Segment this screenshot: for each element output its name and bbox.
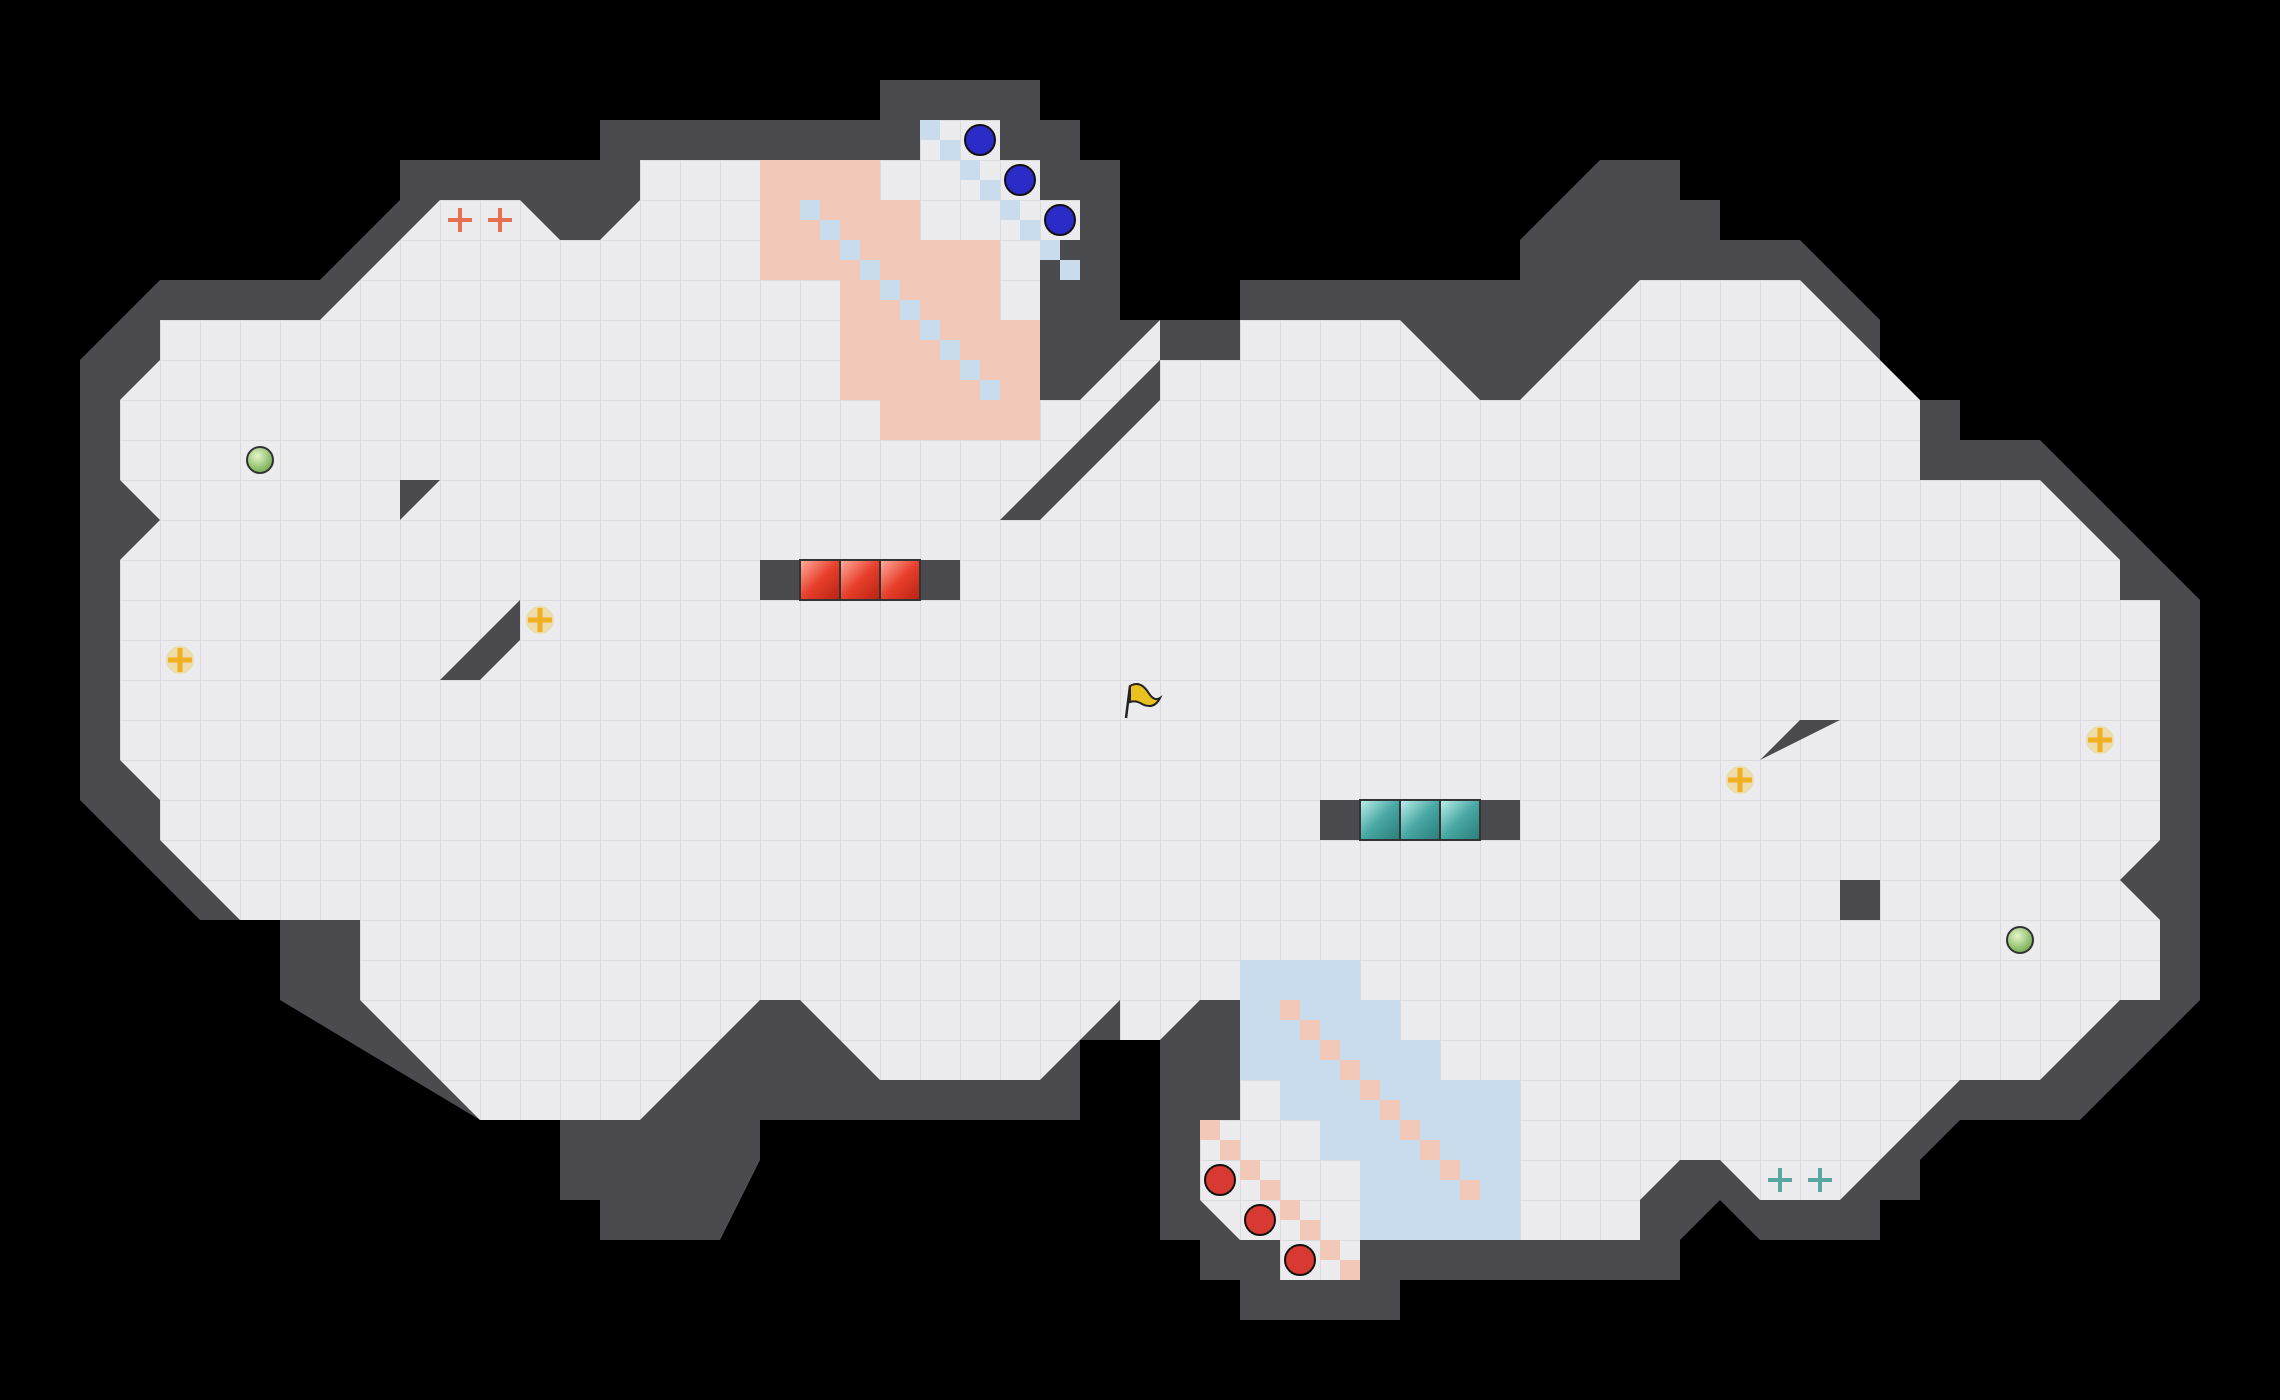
red-balls [1204, 1164, 1316, 1276]
powerup-icon [2006, 926, 2034, 954]
boost-icon [2086, 726, 2114, 754]
blue-balls [964, 124, 1076, 236]
teal-gate [1359, 799, 1481, 841]
teal-spawn-icon [1808, 1168, 1832, 1192]
blue-ball [1044, 204, 1076, 236]
boost-icons [166, 606, 2114, 794]
red-ball [1244, 1204, 1276, 1236]
powerup-icon [246, 446, 274, 474]
red-ball [1204, 1164, 1236, 1196]
teal-spawn-markers [1768, 1168, 1832, 1192]
red-ball [1284, 1244, 1316, 1276]
boost-icon [1726, 766, 1754, 794]
red-gate [799, 559, 921, 601]
red-spawn-icon [448, 208, 472, 232]
boost-icon [526, 606, 554, 634]
blue-ball [964, 124, 996, 156]
blue-ball [1004, 164, 1036, 196]
blue-diagonal-tiles-top [800, 120, 1080, 400]
interior-walls [80, 320, 1880, 920]
red-spawn-icon [488, 208, 512, 232]
red-diagonal-tiles-bottom [1200, 1000, 1480, 1280]
teal-spawn-icon [1768, 1168, 1792, 1192]
powerups [246, 446, 2034, 954]
flag-icon [1124, 683, 1163, 719]
blue-zone-bottom [1240, 960, 1520, 1240]
boost-icon [166, 646, 194, 674]
red-spawn-markers [448, 208, 512, 232]
